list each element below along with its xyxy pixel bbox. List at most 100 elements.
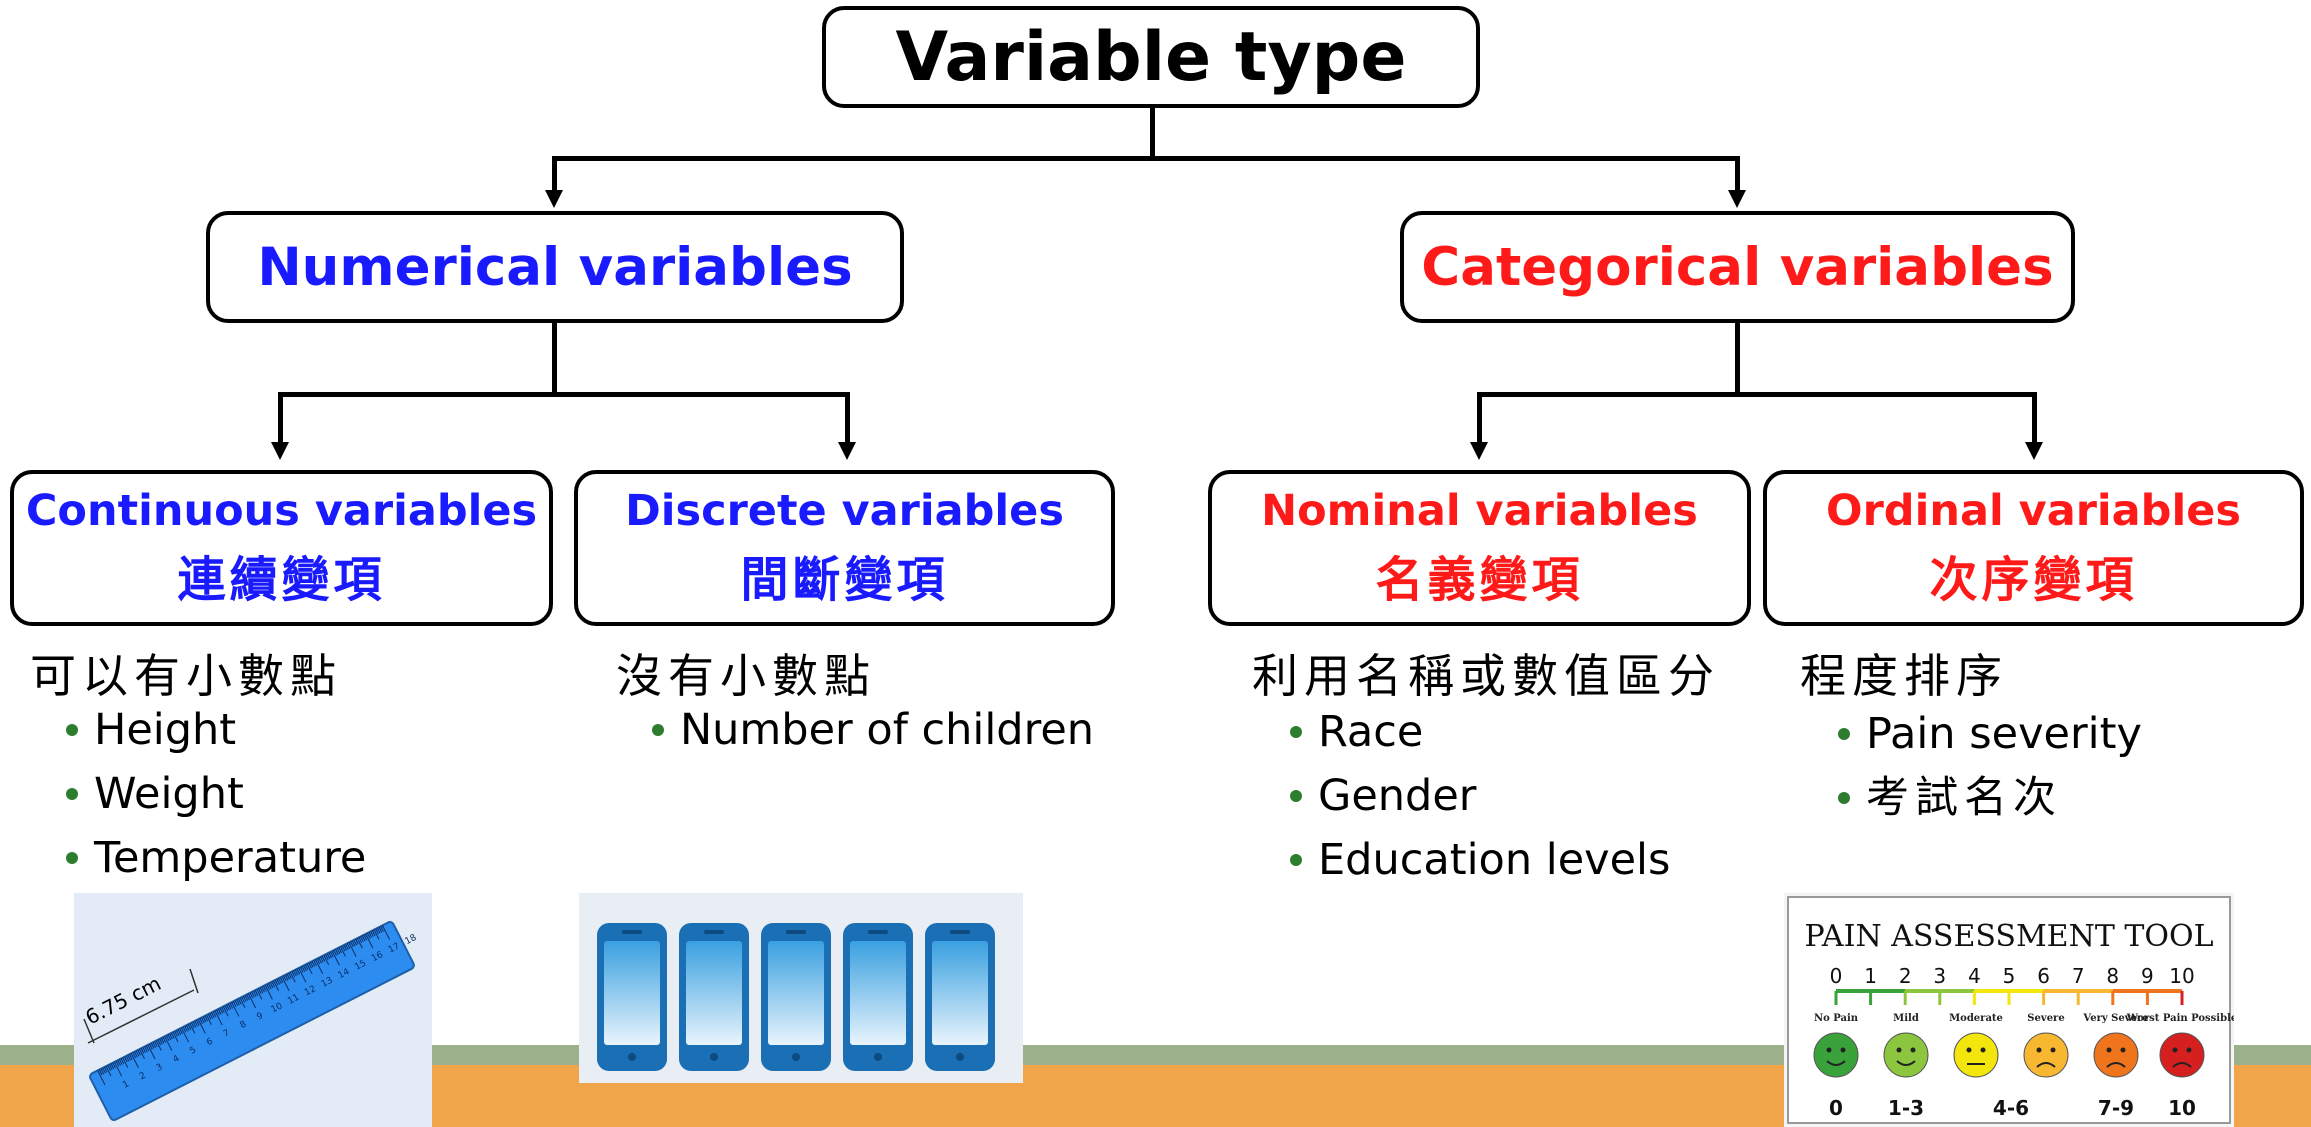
ruler-tick bbox=[164, 1036, 173, 1051]
pain-scale-number: 3 bbox=[1933, 964, 1946, 988]
ruler-tick bbox=[107, 1065, 111, 1071]
bullet-icon bbox=[66, 724, 78, 736]
face-mouth bbox=[2172, 1062, 2192, 1068]
face-eye bbox=[2172, 1047, 2178, 1053]
ruler-tick-label: 12 bbox=[303, 984, 318, 998]
ruler-tick bbox=[361, 935, 366, 942]
pain-scale-number: 2 bbox=[1899, 964, 1912, 988]
ruler-tick-label: 6 bbox=[205, 1037, 215, 1049]
ruler-tick bbox=[242, 995, 247, 1002]
ruler-tick bbox=[276, 978, 281, 985]
ruler-tick bbox=[117, 1060, 121, 1066]
ruler-tick bbox=[279, 977, 284, 984]
pain-level-label: Worst Pain Possible bbox=[2126, 1013, 2234, 1024]
categorical-variables-box: Categorical variables bbox=[1400, 211, 2075, 323]
ruler-tick bbox=[234, 1000, 239, 1007]
ruler-tick bbox=[326, 953, 331, 960]
connector bbox=[845, 392, 850, 442]
pain-tool-title: PAIN ASSESSMENT TOOL bbox=[1805, 919, 2214, 954]
ruler-tick bbox=[130, 1053, 139, 1068]
ruler-tick bbox=[189, 1023, 196, 1034]
ruler-tick bbox=[303, 965, 307, 972]
ruler-tick bbox=[381, 925, 391, 940]
arrow-icon bbox=[838, 442, 856, 460]
ruler-tick bbox=[343, 944, 348, 951]
ordinal-variables-box: Ordinal variables 次序變項 bbox=[1763, 470, 2304, 626]
pain-face-icon bbox=[2159, 1032, 2205, 1078]
face-eye bbox=[1966, 1047, 1972, 1053]
ruler-tick bbox=[318, 957, 322, 964]
ruler-tick bbox=[217, 1008, 222, 1015]
ruler-tick-label: 16 bbox=[370, 950, 385, 964]
ruler-tick bbox=[331, 950, 340, 966]
ruler-tick-label: 17 bbox=[387, 941, 402, 955]
ruler-tick bbox=[231, 1001, 240, 1017]
phone-screen bbox=[604, 941, 660, 1045]
bullet-icon bbox=[1290, 854, 1302, 866]
phone-speaker bbox=[950, 930, 970, 934]
pain-face-icon bbox=[1883, 1032, 1929, 1078]
connector bbox=[278, 392, 283, 442]
ruler-tick bbox=[266, 984, 270, 990]
phone-speaker bbox=[868, 930, 888, 934]
pain-score-label: 10 bbox=[2168, 1096, 2196, 1120]
discrete-label-zh: 間斷變項 bbox=[740, 552, 949, 608]
pain-level-label: Severe bbox=[2027, 1013, 2064, 1024]
ruler-tick bbox=[358, 937, 363, 943]
ruler-tick bbox=[274, 979, 279, 986]
ruler-tick bbox=[232, 1001, 237, 1007]
ruler-tick-label: 5 bbox=[188, 1045, 198, 1057]
phone-button bbox=[710, 1053, 718, 1061]
ruler-tick bbox=[278, 978, 282, 984]
ruler-tick bbox=[162, 1036, 167, 1043]
face-eye bbox=[1910, 1047, 1916, 1053]
ruler-tick bbox=[321, 955, 326, 962]
ruler-tick bbox=[175, 1030, 180, 1036]
ruler-tick bbox=[296, 968, 301, 975]
connector bbox=[2032, 392, 2037, 442]
categorical-variables-label: Categorical variables bbox=[1421, 236, 2054, 298]
ruler-tick bbox=[309, 961, 314, 968]
ruler-tick bbox=[338, 947, 343, 954]
ruler-tick bbox=[252, 990, 257, 997]
ruler-tick bbox=[365, 933, 374, 949]
ruler-tick bbox=[222, 1006, 229, 1017]
pain-scale-number: 0 bbox=[1830, 964, 1843, 988]
connector bbox=[1477, 392, 2037, 397]
ruler-tick bbox=[286, 973, 291, 980]
ruler-tick bbox=[112, 1062, 116, 1069]
ruler-tick bbox=[345, 943, 349, 950]
ruler-tick-label: 1 bbox=[121, 1079, 131, 1091]
ruler-tick bbox=[376, 927, 381, 934]
ruler-tick bbox=[206, 1014, 212, 1026]
ruler-tick bbox=[237, 998, 242, 1005]
ruler-tick bbox=[219, 1007, 224, 1014]
ruler-tick bbox=[311, 960, 316, 967]
ruler-tick bbox=[244, 995, 249, 1001]
ruler-tick bbox=[160, 1037, 165, 1044]
ruler-tick bbox=[190, 1022, 195, 1029]
face-eye bbox=[1840, 1047, 1846, 1053]
footer-green-stripe bbox=[0, 1045, 2311, 1065]
numerical-variables-label: Numerical variables bbox=[257, 236, 853, 298]
ordinal-description: 程度排序 bbox=[1800, 649, 2008, 703]
phone-screen bbox=[932, 941, 988, 1045]
connector bbox=[1150, 104, 1155, 160]
discrete-label-en: Discrete variables bbox=[625, 486, 1064, 536]
ruler-tick bbox=[155, 1040, 162, 1051]
ruler-tick bbox=[196, 1019, 200, 1026]
ruler-tick-label: 11 bbox=[286, 993, 301, 1007]
ruler-tick bbox=[366, 932, 371, 939]
phone-screen bbox=[686, 941, 742, 1045]
ruler-tick bbox=[298, 967, 307, 983]
bullet-icon bbox=[652, 724, 664, 736]
ruler-tick bbox=[211, 1012, 215, 1019]
pain-level-label: No Pain bbox=[1814, 1013, 1859, 1024]
ruler-tick bbox=[236, 999, 240, 1006]
ruler-tick bbox=[229, 1002, 234, 1009]
list-item: Race bbox=[1290, 700, 1670, 764]
ruler-tick bbox=[256, 989, 263, 1000]
ruler-tick-label: 3 bbox=[155, 1062, 165, 1074]
